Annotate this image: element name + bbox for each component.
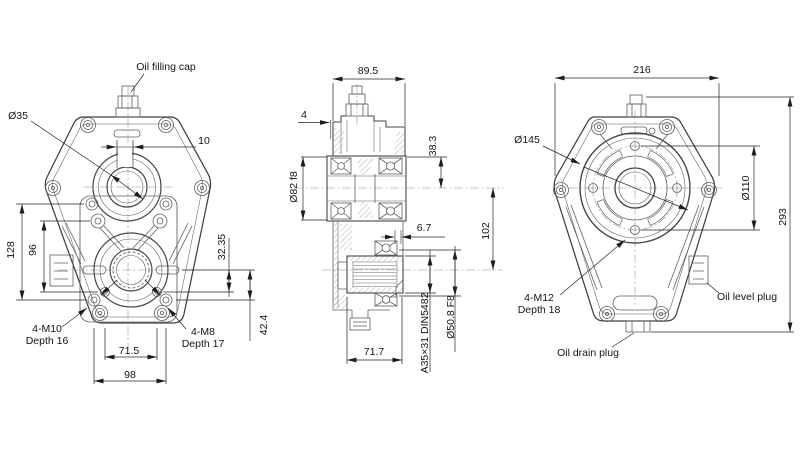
- dia-82-dim: Ø82 f8: [288, 171, 300, 203]
- section-view-dimensions: [298, 76, 496, 372]
- oil-drain-plug-boss: [625, 320, 651, 333]
- m8-thread-callout: 4-M8 Depth 17: [182, 326, 225, 350]
- rear-view-dimensions: [542, 75, 794, 348]
- section-centerlines: [294, 84, 503, 271]
- section-view-drawing: [294, 84, 503, 331]
- mounting-plate: [79, 195, 180, 323]
- input-bearing-section: [326, 155, 407, 222]
- rear-housing-outline: [553, 116, 716, 322]
- height-293-dim: 293: [777, 208, 789, 226]
- m12-thread-label: 4-M12: [524, 292, 554, 304]
- width-71-5-dim: 71.5: [118, 345, 140, 357]
- center-distance-102-dim: 102: [480, 222, 492, 240]
- front-view-dimensions: [16, 73, 255, 384]
- m10-thread-callout: 4-M10 Depth 16: [26, 323, 69, 347]
- input-diameter-label: Ø35: [8, 110, 28, 122]
- output-splined-bore: [93, 232, 169, 308]
- hub-length-71-7-dim: 71.7: [363, 346, 385, 358]
- offset-32-35-dim: 32.35: [216, 233, 228, 261]
- dia-145-dim: Ø145: [514, 134, 540, 146]
- m12-depth-label: Depth 18: [517, 304, 561, 316]
- input-shaft-bore: [92, 146, 162, 222]
- oil-level-plug-boss: [688, 255, 709, 285]
- height-96-dim: 96: [27, 244, 39, 256]
- offset-42-4-dim: 42.4: [258, 314, 270, 336]
- oil-drain-plug-label: Oil drain plug: [557, 347, 619, 359]
- output-hub-section: [337, 240, 404, 307]
- m10-thread-label: 4-M10: [32, 323, 62, 335]
- rear-oil-cap: [626, 94, 647, 118]
- oil-filling-cap: [115, 85, 141, 118]
- section-bottom: [333, 309, 390, 331]
- rear-view-drawing: [553, 94, 722, 333]
- lip-4-dim: 4: [301, 109, 307, 121]
- offset-38-3-dim: 38.3: [427, 135, 439, 157]
- key-width-dim: 10: [198, 135, 210, 147]
- oil-level-plug-label: Oil level plug: [716, 291, 778, 303]
- dia-50-8-dim: Ø50.8 F8: [445, 295, 457, 339]
- width-216-dim: 216: [633, 64, 651, 76]
- spline-spec-label: A35×31 DIN5482: [419, 292, 431, 374]
- m8-thread-label: 4-M8: [191, 326, 215, 338]
- oil-filling-cap-label: Oil filling cap: [136, 61, 196, 73]
- rear-corner-bolts: [553, 119, 717, 322]
- front-side-boss: [49, 254, 74, 287]
- dia-110-dim: Ø110: [740, 175, 752, 201]
- m10-depth-label: Depth 16: [25, 335, 69, 347]
- section-oil-cap: [345, 85, 369, 117]
- width-98-dim: 98: [124, 369, 136, 381]
- height-128-dim: 128: [5, 241, 17, 259]
- step-6-7-dim: 6.7: [416, 222, 432, 234]
- width-89-5-dim: 89.5: [357, 65, 379, 77]
- front-view-drawing: [44, 85, 212, 350]
- m8-depth-label: Depth 17: [181, 338, 225, 350]
- front-corner-bolts: [45, 117, 210, 321]
- rear-output-flange: [579, 132, 691, 244]
- front-housing-outline: [44, 116, 212, 324]
- m12-thread-callout: 4-M12 Depth 18: [518, 292, 561, 316]
